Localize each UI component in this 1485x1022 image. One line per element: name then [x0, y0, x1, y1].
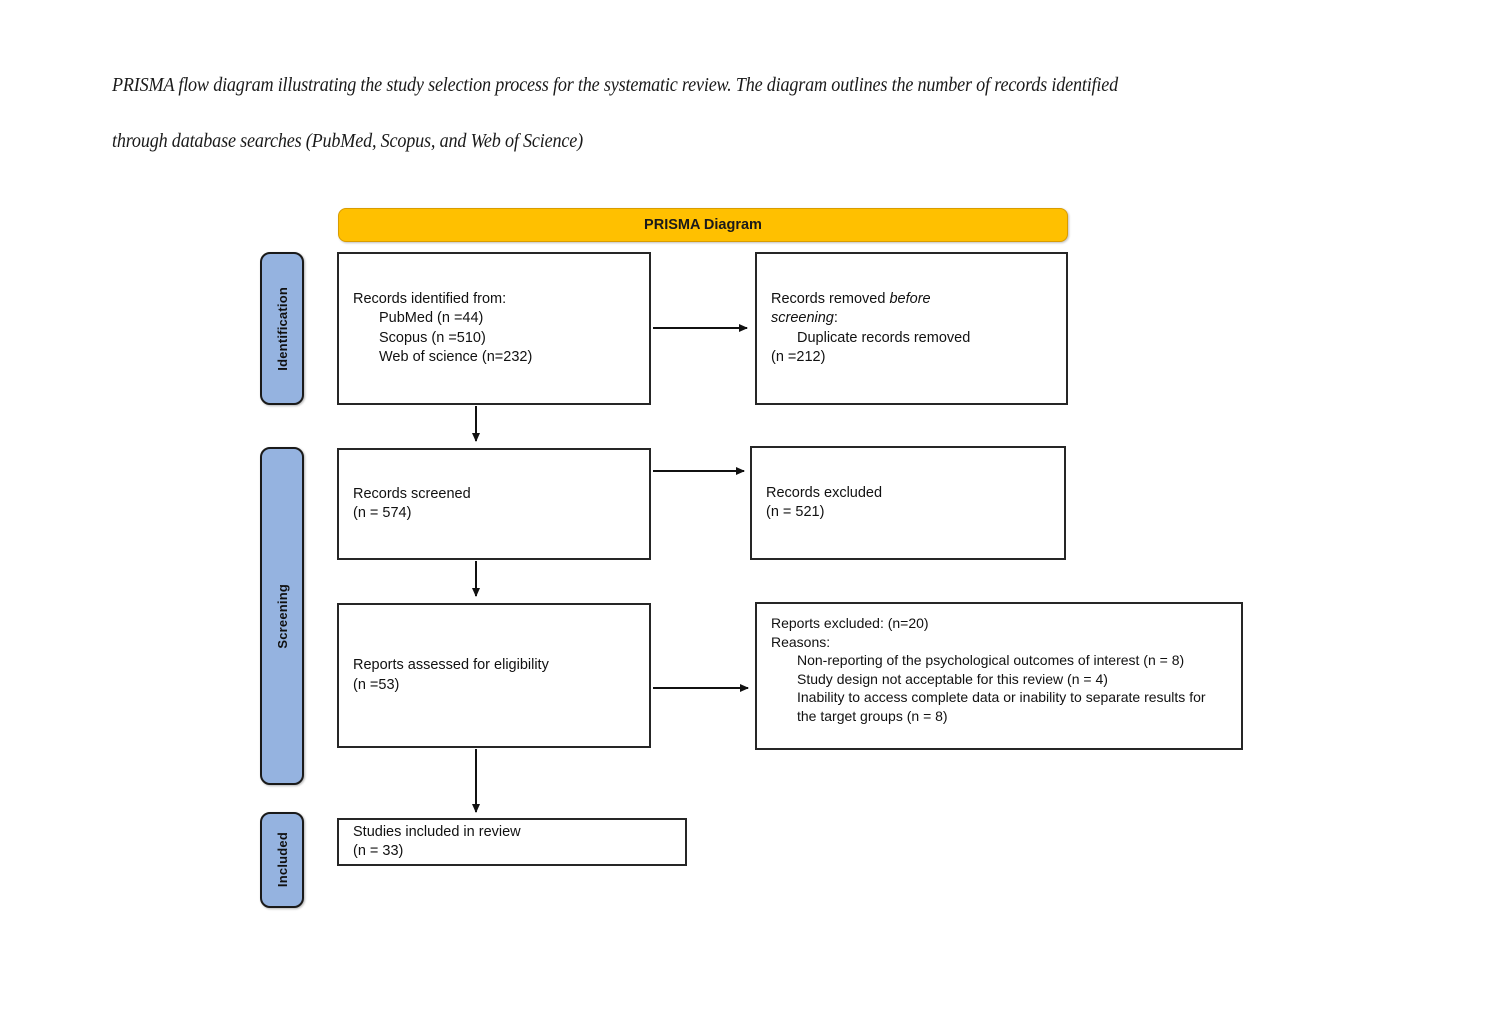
stage-bar-screening: Screening — [260, 447, 304, 785]
box-reports-excluded: Reports excluded: (n=20) Reasons: Non-re… — [755, 602, 1243, 750]
records-removed-title-line-1: Records removed before — [771, 290, 1052, 310]
records-identified-pubmed: PubMed (n =44) — [379, 310, 484, 326]
records-removed-title-line-2: screening: — [771, 309, 1052, 329]
stage-bar-included: Included — [260, 812, 304, 908]
records-removed-title-pre: Records removed — [771, 290, 890, 307]
reports-excluded-reason-3: Inability to access complete data or ina… — [797, 689, 1206, 724]
studies-included-count: (n = 33) — [353, 843, 404, 859]
stage-bar-identification: Identification — [260, 252, 304, 405]
records-excluded-title: Records excluded — [766, 484, 883, 501]
box-records-identified: Records identified from: PubMed (n =44) … — [337, 252, 651, 405]
records-removed-screening-emphasis: screening — [771, 310, 834, 326]
box-studies-included: Studies included in review (n = 33) — [337, 818, 687, 866]
box-records-screened: Records screened (n = 574) — [337, 448, 651, 560]
reports-excluded-reason-2: Study design not acceptable for this rev… — [797, 670, 1108, 687]
reports-excluded-subtitle: Reasons: — [771, 633, 831, 650]
caption-line-2: through database searches (PubMed, Scopu… — [112, 131, 583, 152]
box-records-excluded: Records excluded (n = 521) — [750, 446, 1066, 560]
records-removed-title-emphasis: before — [889, 290, 931, 307]
records-screened-count: (n = 574) — [353, 505, 412, 521]
stage-label-identification: Identification — [274, 286, 290, 371]
box-records-removed: Records removed before screening: Duplic… — [755, 252, 1068, 405]
records-identified-scopus: Scopus (n =510) — [379, 329, 486, 346]
records-removed-count: (n =212) — [771, 349, 826, 365]
reports-excluded-reason-1: Non-reporting of the psychological outco… — [797, 652, 1185, 668]
records-removed-colon: : — [833, 310, 838, 326]
stage-label-screening: Screening — [274, 583, 290, 649]
diagram-title: PRISMA Diagram — [644, 217, 762, 233]
records-identified-title: Records identified from: — [353, 290, 507, 307]
records-screened-title: Records screened — [353, 485, 471, 502]
eligibility-count: (n =53) — [353, 676, 400, 693]
diagram-header-banner: PRISMA Diagram — [338, 208, 1068, 242]
figure-caption: PRISMA flow diagram illustrating the stu… — [112, 58, 1402, 170]
records-removed-duplicates: Duplicate records removed — [797, 329, 971, 346]
reports-excluded-title: Reports excluded: (n=20) — [771, 615, 929, 631]
caption-line-1: PRISMA flow diagram illustrating the stu… — [112, 75, 1119, 96]
studies-included-title: Studies included in review — [353, 823, 521, 840]
eligibility-title: Reports assessed for eligibility — [353, 657, 549, 673]
stage-label-included: Included — [274, 832, 290, 888]
records-excluded-count: (n = 521) — [766, 504, 825, 520]
records-identified-webofscience: Web of science (n=232) — [379, 349, 533, 365]
box-reports-assessed-for-eligibility: Reports assessed for eligibility (n =53) — [337, 603, 651, 748]
